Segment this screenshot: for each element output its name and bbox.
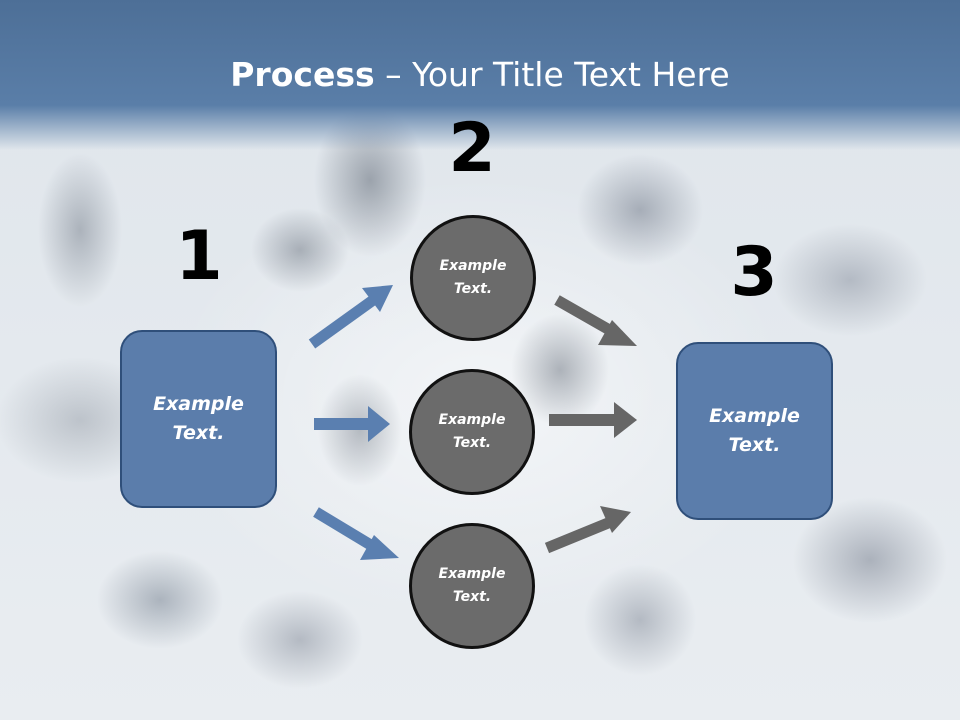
- arrow-to-top-circle: [308, 285, 393, 349]
- arrow-to-bottom-circle: [313, 507, 399, 560]
- arrow-from-top-circle: [554, 295, 637, 346]
- right-step-box: Example Text.: [676, 342, 833, 520]
- arrow-to-middle-circle: [314, 406, 390, 442]
- circle-bottom: Example Text.: [409, 523, 535, 649]
- left-box-line2: Text.: [172, 422, 225, 444]
- circle-middle-line1: Example: [438, 412, 506, 428]
- left-box-line1: Example: [153, 393, 244, 415]
- right-box-line1: Example: [709, 405, 800, 427]
- step-number-1: 1: [175, 217, 223, 296]
- circle-top-line1: Example: [439, 258, 507, 274]
- circle-top: Example Text.: [410, 215, 536, 341]
- arrow-from-bottom-circle: [544, 506, 631, 554]
- arrow-from-middle-circle: [549, 402, 637, 438]
- header-band: [0, 0, 960, 150]
- circle-bottom-line2: Text.: [452, 589, 492, 605]
- circle-middle: Example Text.: [409, 369, 535, 495]
- step-number-2: 2: [448, 109, 496, 188]
- left-step-box: Example Text.: [120, 330, 277, 508]
- step-number-3: 3: [730, 233, 778, 312]
- circle-top-line2: Text.: [453, 281, 493, 297]
- slide-title: Process – Your Title Text Here: [0, 55, 960, 95]
- title-bold: Process: [230, 55, 375, 94]
- title-rest: – Your Title Text Here: [374, 55, 730, 94]
- circle-middle-line2: Text.: [452, 435, 492, 451]
- circle-bottom-line1: Example: [438, 566, 506, 582]
- right-box-line2: Text.: [728, 434, 781, 456]
